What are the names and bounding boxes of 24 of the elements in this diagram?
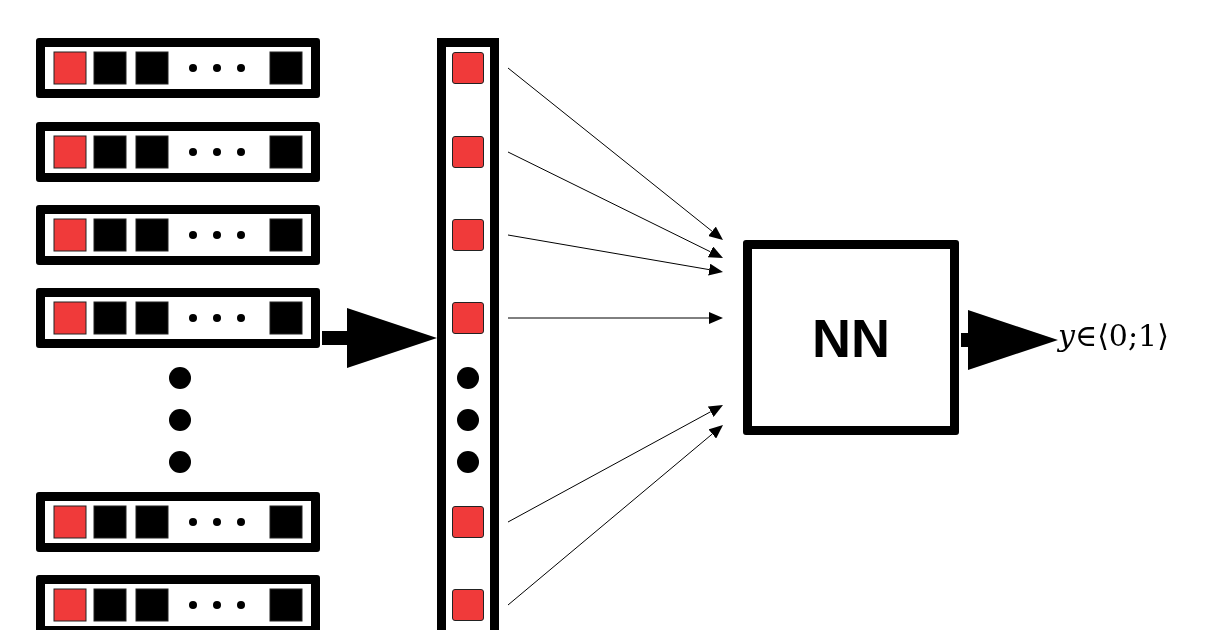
arrow [507,405,723,523]
embedding-vector [36,38,320,98]
arrow [322,308,437,368]
embedding-vector [36,288,320,348]
arrow [507,151,723,258]
arrow [507,312,723,324]
vector-cell [452,52,484,84]
box-label: NN [812,306,890,369]
embedding-vector [36,205,320,265]
embedding-vector [36,122,320,182]
arrow [507,67,723,240]
embedding-vector [36,575,320,630]
arrow [961,310,1058,370]
concatenated-vector [437,38,499,630]
arrow [507,425,723,606]
embedding-vector [36,492,320,552]
vector-cell [452,136,484,168]
vector-cell [452,302,484,334]
vector-cell [452,219,484,251]
process-box [743,240,959,435]
output-label: y∈⟨0;1⟩ [1058,318,1169,364]
arrow [507,234,723,276]
vector-cell [452,506,484,538]
vector-cell [452,589,484,621]
